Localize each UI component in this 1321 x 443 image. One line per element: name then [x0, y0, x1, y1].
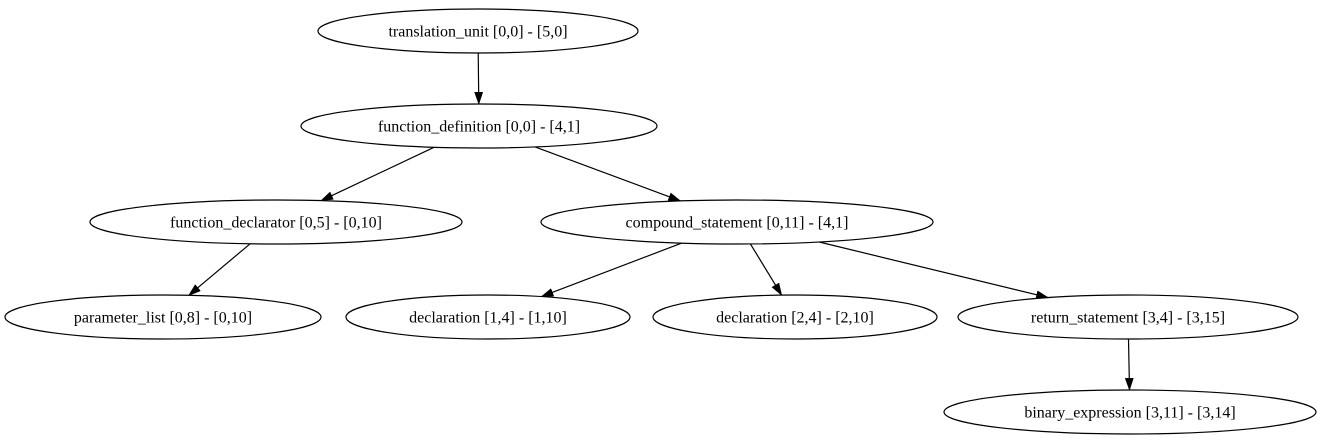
node-ellipse: [957, 294, 1299, 340]
node-return_statement: return_statement [3,4] - [3,15]: [957, 294, 1299, 340]
node-label: parameter_list [0,8] - [0,10]: [74, 310, 252, 327]
edge-translation_unit-function_definition: [474, 52, 484, 105]
node-label: function_declarator [0,5] - [0,10]: [170, 215, 382, 232]
edge-line: [819, 241, 1050, 300]
node-label: translation_unit [0,0] - [5,0]: [388, 24, 567, 41]
node-ellipse: [540, 199, 934, 245]
edge-line: [749, 243, 783, 296]
edge-line: [540, 242, 682, 298]
node-label: declaration [2,4] - [2,10]: [716, 310, 874, 327]
node-compound_statement: compound_statement [0,11] - [4,1]: [540, 199, 934, 245]
edge-line: [1124, 338, 1134, 391]
edge-layer: [188, 52, 1134, 391]
node-label: return_statement [3,4] - [3,15]: [1031, 310, 1225, 327]
node-ellipse: [943, 389, 1317, 435]
node-label: function_definition [0,0] - [4,1]: [378, 119, 580, 136]
edge-line: [320, 146, 435, 202]
node-declaration_1: declaration [1,4] - [1,10]: [345, 294, 631, 340]
node-ellipse: [317, 8, 639, 54]
node-binary_expression: binary_expression [3,11] - [3,14]: [943, 389, 1317, 435]
node-ellipse: [345, 294, 631, 340]
edge-return_statement-binary_expression: [1124, 338, 1134, 391]
node-parameter_list: parameter_list [0,8] - [0,10]: [4, 294, 322, 340]
node-ellipse: [89, 199, 463, 245]
edge-compound_statement-return_statement: [819, 241, 1050, 300]
node-ellipse: [4, 294, 322, 340]
node-function_definition: function_definition [0,0] - [4,1]: [300, 103, 658, 149]
edge-function_definition-compound_statement: [534, 146, 682, 202]
node-ellipse: [652, 294, 938, 340]
node-function_declarator: function_declarator [0,5] - [0,10]: [89, 199, 463, 245]
edge-compound_statement-declaration_1: [540, 242, 682, 298]
node-ellipse: [300, 103, 658, 149]
edge-function_definition-function_declarator: [320, 146, 435, 202]
edge-line: [474, 52, 484, 105]
edge-line: [534, 146, 682, 202]
node-translation_unit: translation_unit [0,0] - [5,0]: [317, 8, 639, 54]
node-declaration_2: declaration [2,4] - [2,10]: [652, 294, 938, 340]
node-label: binary_expression [3,11] - [3,14]: [1024, 405, 1235, 422]
node-layer: translation_unit [0,0] - [5,0] function_d…: [4, 8, 1317, 435]
edge-line: [188, 243, 251, 296]
node-label: compound_statement [0,11] - [4,1]: [626, 215, 849, 232]
node-label: declaration [1,4] - [1,10]: [409, 310, 567, 327]
edge-compound_statement-declaration_2: [749, 243, 783, 296]
edge-function_declarator-parameter_list: [188, 243, 251, 296]
